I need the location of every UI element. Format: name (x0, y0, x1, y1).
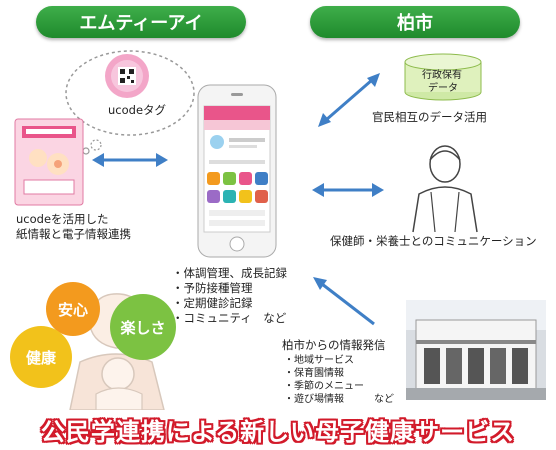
anshin-circle: 安心 (46, 282, 100, 336)
database-label-line1: 行政保有 (422, 70, 462, 81)
anshin-label: 安心 (57, 300, 88, 319)
city-hall-building-photo (406, 300, 546, 400)
kenkou-label: 健康 (25, 348, 56, 367)
maternal-handbook-illustration (14, 118, 84, 206)
database-caption: 官民相互のデータ活用 (372, 110, 487, 124)
feature-item-4: ・コミュニティ など (172, 311, 287, 325)
city-info-item-3: ・季節のメニュー (284, 381, 364, 392)
tanoshisa-circle: 楽しさ (110, 294, 176, 360)
city-info-item-4: ・遊び場情報 など (284, 394, 394, 405)
feature-item-2: ・予防接種管理 (172, 281, 253, 295)
feature-item-1: ・体調管理、成長記録 (172, 266, 287, 280)
header-kashiwa-label: 柏市 (397, 13, 433, 34)
city-info-title: 柏市からの情報発信 (282, 338, 386, 352)
smartphone-app-illustration (197, 84, 277, 258)
arrow-booklet-phone (92, 153, 168, 167)
person-caption: 保健師・栄養士とのコミュニケーション (330, 234, 537, 248)
arrow-city-to-phone (313, 277, 375, 326)
health-worker-illustration (412, 145, 478, 233)
booklet-caption-line1: ucodeを活用した (16, 212, 109, 226)
feature-item-3: ・定期健診記録 (172, 296, 253, 310)
ucode-tag-label: ucodeタグ (108, 103, 167, 117)
tanoshisa-label: 楽しさ (120, 318, 166, 337)
main-title: 公民学連携による新しい母子健康サービス (40, 418, 516, 446)
header-mti-label: エムティーアイ (79, 13, 203, 34)
kenkou-circle: 健康 (10, 326, 72, 388)
booklet-caption-line2: 紙情報と電子情報連携 (16, 227, 131, 241)
header-mti: エムティーアイ (36, 6, 246, 38)
ucode-tag-icon (105, 54, 149, 98)
city-info-item-1: ・地域サービス (284, 355, 354, 366)
database-label-line2: データ (428, 83, 458, 94)
arrow-phone-person (312, 183, 384, 197)
arrow-phone-database (318, 73, 380, 127)
city-info-item-2: ・保育園情報 (284, 368, 344, 379)
database-icon (404, 53, 482, 101)
header-kashiwa: 柏市 (310, 6, 520, 38)
